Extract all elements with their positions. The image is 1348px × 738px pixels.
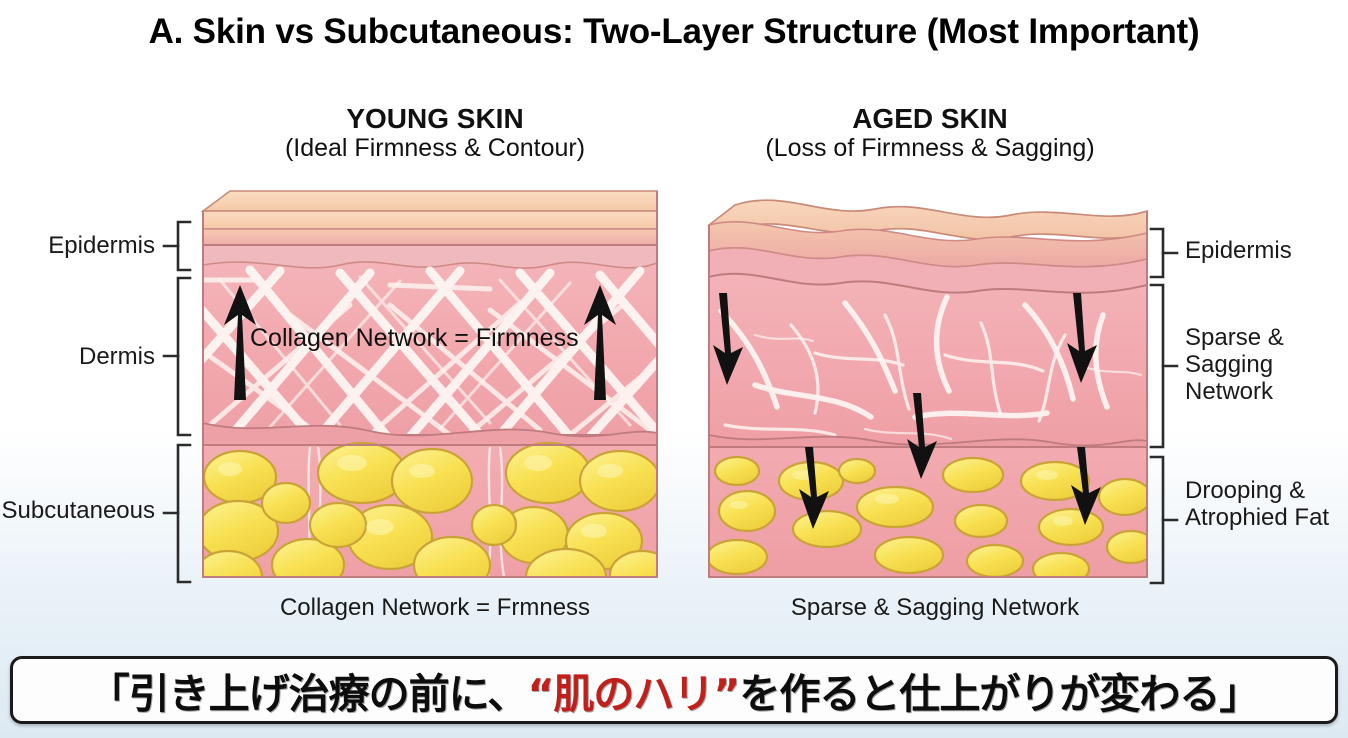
key-message-banner: 「引き上げ治療の前に、“肌のハリ”を作ると仕上がりが変わる」: [10, 656, 1338, 724]
label-dermis-left: Dermis: [79, 343, 155, 370]
aged-heading: AGED SKIN: [852, 103, 1008, 134]
label-sparse-sagging-network: Sparse & Sagging Network: [1185, 324, 1284, 405]
label-drooping-atrophied-fat: Drooping & Atrophied Fat: [1185, 477, 1330, 531]
banner-highlight: “肌のハリ”: [527, 670, 740, 718]
label-epidermis-right: Epidermis: [1185, 237, 1292, 264]
layer-brackets-right: [1149, 227, 1179, 585]
caption-aged: Sparse & Sagging Network: [790, 594, 1080, 621]
young-subheading: (Ideal Firmness & Contour): [284, 134, 586, 163]
label-epidermis-left: Epidermis: [48, 232, 155, 259]
banner-prefix: 「引き上げ治療の前に、: [88, 670, 529, 718]
young-heading: YOUNG SKIN: [346, 103, 524, 134]
caption-young: Collagen Network = Frmness: [279, 594, 591, 621]
collagen-network-note: Collagen Network = Firmness: [250, 324, 579, 352]
young-skin-illustration: [200, 190, 658, 578]
page-title: A. Skin vs Subcutaneous: Two-Layer Struc…: [148, 12, 1200, 51]
column-header-young: YOUNG SKIN (Ideal Firmness & Contour): [210, 103, 660, 163]
banner-suffix: を作ると仕上がりが変わる」: [739, 670, 1260, 718]
banner-text: 「引き上げ治療の前に、“肌のハリ”を作ると仕上がりが変わる」: [88, 660, 1261, 720]
upward-arrow-group: [224, 285, 616, 400]
label-subcutaneous-left: Subcutaneous: [1, 497, 155, 524]
aged-subheading: (Loss of Firmness & Sagging): [765, 134, 1095, 163]
layer-brackets-left: [162, 220, 192, 584]
downward-arrow-group: [713, 293, 1101, 529]
aged-skin-illustration: [706, 199, 1148, 578]
column-header-aged: AGED SKIN (Loss of Firmness & Sagging): [700, 103, 1160, 163]
